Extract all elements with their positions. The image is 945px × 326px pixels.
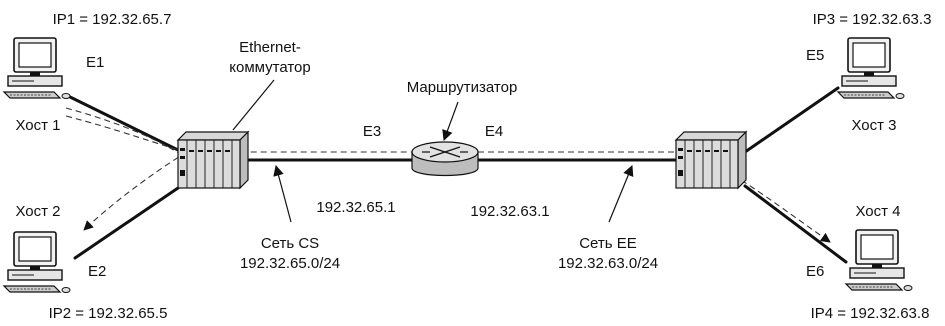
- router-port-e4-label: E4: [485, 123, 503, 140]
- host1-computer-icon: [3, 37, 71, 100]
- link-switch-host4: [743, 184, 848, 264]
- link-host2-switch: [73, 186, 180, 260]
- network-ee-pointer: [608, 165, 634, 223]
- host1-label: Хост 1: [15, 117, 60, 134]
- link-host1-switch: [64, 93, 180, 152]
- host1-ip-label: IP1 = 192.32.65.7: [53, 11, 172, 28]
- host2-ip-label: IP2 = 192.32.65.5: [49, 305, 168, 322]
- router-port-e3-label: E3: [363, 123, 381, 140]
- switch-label-pointer: [232, 79, 275, 131]
- host2-label: Хост 2: [15, 203, 60, 220]
- ethernet-switch-icon: [177, 131, 249, 189]
- host3-ip-label: IP3 = 192.32.63.3: [813, 11, 932, 28]
- host4-label: Хост 4: [855, 203, 900, 220]
- switch-label-line2: коммутатор: [229, 59, 310, 76]
- link-switch-host3: [743, 86, 840, 154]
- host2-computer-icon: [3, 231, 71, 294]
- router-ip-right-label: 192.32.63.1: [470, 203, 549, 220]
- packet-path-router-host4: [478, 151, 831, 243]
- network-ee-address: 192.32.63.0/24: [558, 255, 658, 272]
- network-ee-name: Сеть EE: [579, 235, 637, 252]
- router-label: Маршрутизатор: [407, 79, 518, 96]
- host4-ip-label: IP4 = 192.32.63.8: [811, 305, 930, 322]
- router-icon: [411, 141, 479, 177]
- router-ip-left-label: 192.32.65.1: [316, 199, 395, 216]
- packet-path-host1-host2: [65, 107, 184, 231]
- host1-port-label: E1: [86, 54, 104, 71]
- host2-port-label: E2: [88, 263, 106, 280]
- switch-label-line1: Ethernet-: [239, 39, 301, 56]
- host3-port-label: E5: [806, 47, 824, 64]
- host4-computer-icon: [845, 229, 913, 292]
- host4-port-label: E6: [806, 263, 824, 280]
- router-label-pointer: [442, 101, 459, 142]
- network-cs-name: Сеть CS: [261, 235, 319, 252]
- host3-label: Хост 3: [851, 117, 896, 134]
- host3-computer-icon: [837, 37, 905, 100]
- ethernet-switch-right-icon: [675, 131, 747, 189]
- network-cs-address: 192.32.65.0/24: [240, 255, 340, 272]
- network-cs-pointer: [273, 164, 292, 223]
